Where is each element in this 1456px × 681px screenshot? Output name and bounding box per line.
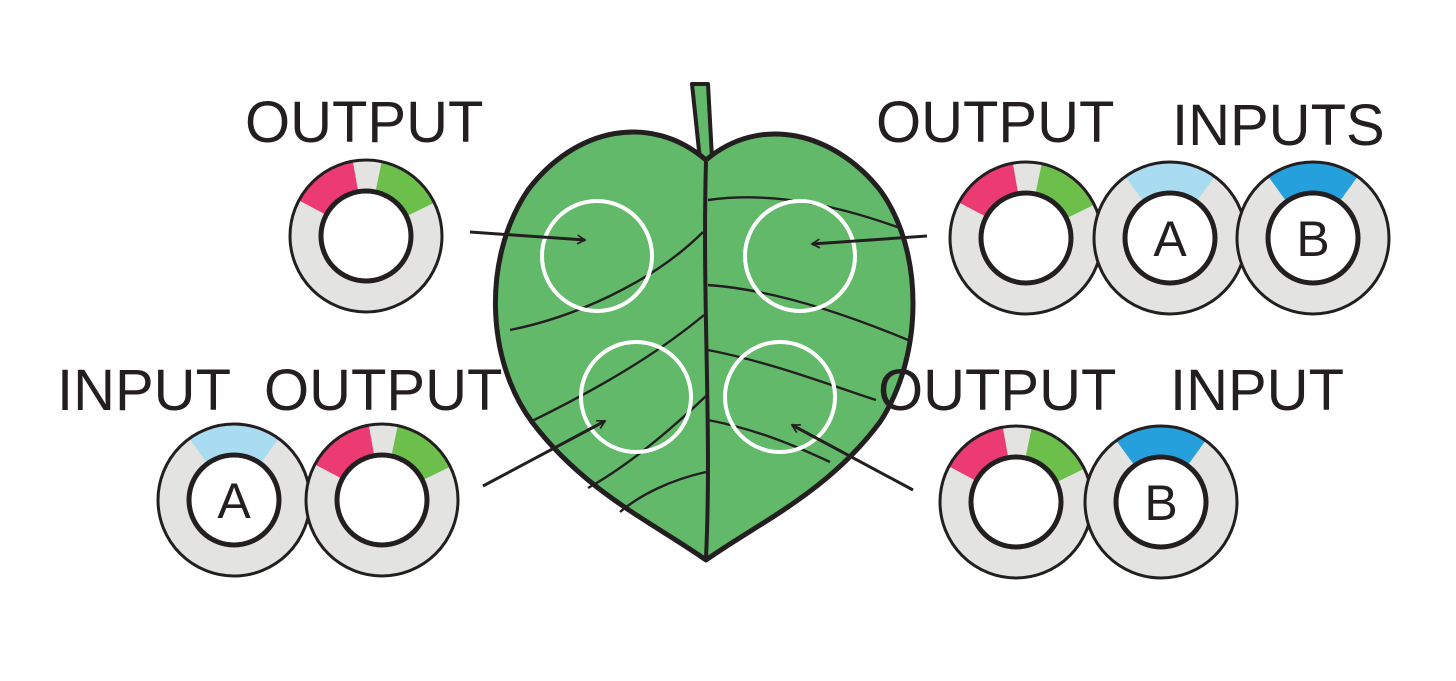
ring-top-right-input-a-letter: A [1153, 211, 1187, 267]
ring-top-right-output-pink-segment [958, 163, 1019, 217]
ring-top-left-output-center [318, 188, 414, 284]
ring-top-right-input-b-letter: B [1296, 211, 1329, 267]
sample-circle-top-left [540, 199, 654, 313]
ring-bottom-left-input-a: A [156, 422, 312, 578]
leaf-midrib [703, 161, 710, 559]
ring-bottom-right-output [938, 424, 1094, 580]
sample-circle-bottom-left [579, 340, 693, 454]
ring-top-left-output-outer-edge [288, 158, 444, 314]
ring-top-left-output [288, 158, 444, 314]
ring-bottom-left-input-a-blue-segment [189, 423, 279, 464]
ring-bottom-left-input-a-letter: A [217, 473, 251, 529]
ring-top-right-input-b-center [1265, 190, 1361, 286]
signal-rings: A B A B [156, 158, 1391, 580]
arrows [469, 230, 928, 492]
ring-bottom-right-input-b-outer-edge [1083, 424, 1239, 580]
ring-bottom-left-output-outer-edge [304, 422, 460, 578]
ring-top-right-input-b-outer-edge [1235, 160, 1391, 316]
label-bottom-right-output: OUTPUT [878, 358, 1116, 423]
leaf [492, 82, 916, 563]
ring-bottom-left-output-pink-segment [314, 425, 375, 479]
labels: OUTPUT OUTPUT INPUTS INPUT OUTPUT OUTPUT… [57, 90, 1385, 423]
sample-circle-bottom-right [723, 340, 837, 454]
ring-bottom-left-input-a-center [186, 452, 282, 548]
ring-top-left-output-green-segment [375, 161, 435, 217]
ring-top-right-input-b-blue-segment [1268, 162, 1358, 202]
ring-bottom-right-input-b-center [1113, 454, 1209, 550]
label-top-right-inputs: INPUTS [1172, 93, 1385, 158]
ring-top-right-input-b: B [1235, 160, 1391, 316]
ring-bottom-left-output-center [334, 452, 430, 548]
arrow-top-left [469, 230, 587, 245]
ring-top-right-input-a: A [1092, 160, 1248, 316]
ring-bottom-right-input-b: B [1083, 424, 1239, 580]
label-bottom-right-input: INPUT [1170, 358, 1344, 423]
label-bottom-left-input: INPUT [57, 358, 231, 423]
ring-bottom-left-output [304, 422, 460, 578]
ring-top-right-output-center [978, 190, 1074, 286]
ring-top-right-output [948, 160, 1104, 316]
ring-bottom-right-input-b-letter: B [1144, 475, 1177, 531]
ring-bottom-right-input-b-blue-segment [1116, 426, 1206, 466]
arrow-bottom-left [482, 419, 607, 488]
ring-bottom-right-output-center [968, 454, 1064, 550]
leaf-sample-circles [540, 199, 857, 454]
ring-top-right-input-a-center [1122, 190, 1218, 286]
ring-top-right-output-green-segment [1035, 163, 1095, 219]
label-bottom-left-output: OUTPUT [264, 358, 502, 423]
label-top-left-output: OUTPUT [245, 90, 483, 155]
sample-circle-top-right [743, 199, 857, 313]
arrow-top-right [810, 234, 928, 249]
ring-top-right-input-a-blue-segment [1125, 162, 1215, 202]
ring-bottom-right-output-pink-segment [948, 427, 1009, 481]
label-top-right-output: OUTPUT [876, 90, 1114, 155]
ring-bottom-right-output-green-segment [1025, 427, 1085, 483]
arrow-bottom-right [790, 423, 914, 492]
ring-bottom-left-output-green-segment [391, 425, 451, 481]
ring-top-left-output-pink-segment [298, 161, 359, 215]
